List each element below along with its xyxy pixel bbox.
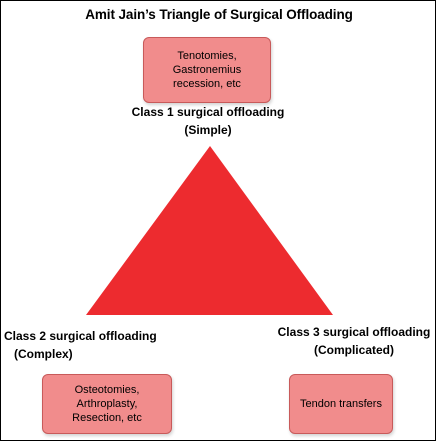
class3-procedures-box: Tendon transfers bbox=[289, 374, 393, 434]
diagram-title: Amit Jain’s Triangle of Surgical Offload… bbox=[85, 7, 353, 22]
class1-procedures-box: Tenotomies, Gastronemius recession, etc bbox=[143, 37, 271, 103]
class3-label: Class 3 surgical offloading (Complicated… bbox=[254, 323, 438, 359]
class2-label-type: (Complex) bbox=[14, 347, 73, 361]
class1-label: Class 1 surgical offloading (Simple) bbox=[108, 103, 308, 139]
class2-label-name: Class 2 surgical offloading bbox=[4, 329, 157, 343]
class3-procedure-line: Tendon transfers bbox=[300, 398, 382, 410]
offloading-triangle bbox=[86, 146, 333, 315]
class2-procedure-line: Osteotomies, bbox=[74, 384, 140, 396]
class1-label-name: Class 1 surgical offloading bbox=[131, 105, 285, 119]
class3-label-name: Class 3 surgical offloading bbox=[277, 325, 431, 339]
class1-procedure-line: Gastronemius bbox=[172, 64, 242, 76]
class2-procedure-line: Arthroplasty, bbox=[76, 398, 138, 410]
class3-label-type: (Complicated) bbox=[313, 343, 394, 357]
class1-procedure-line: recession, etc bbox=[173, 78, 241, 90]
class2-procedures-box: Osteotomies, Arthroplasty, Resection, et… bbox=[42, 374, 172, 434]
class1-label-type: (Simple) bbox=[184, 123, 232, 137]
class1-procedure-line: Tenotomies, bbox=[177, 50, 237, 62]
class2-procedure-line: Resection, etc bbox=[72, 412, 142, 424]
class2-label: Class 2 surgical offloading (Complex) bbox=[4, 327, 174, 363]
